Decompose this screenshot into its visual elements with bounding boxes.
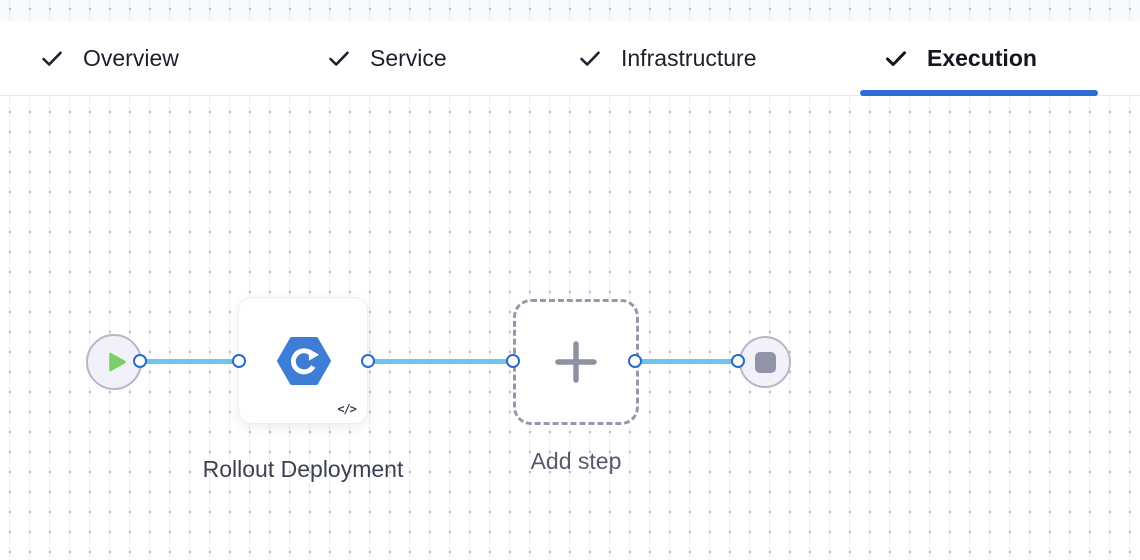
connector-step-to-addstep (368, 359, 514, 364)
start-node[interactable] (86, 334, 142, 390)
connector-addstep-to-end (635, 359, 738, 364)
tab-service[interactable]: Service (327, 21, 447, 95)
check-icon (42, 51, 62, 66)
canvas-top-strip (0, 0, 1140, 21)
pipeline-canvas[interactable]: </> Rollout Deployment Add step (0, 96, 1140, 560)
tab-label: Execution (927, 44, 1037, 71)
stage-tabbar: Overview Service Infrastructure Executio… (0, 21, 1140, 96)
check-icon (329, 51, 349, 66)
port-step-out[interactable] (361, 354, 375, 368)
active-tab-underline (860, 90, 1098, 96)
tab-label: Overview (83, 44, 179, 71)
add-step-label: Add step (530, 448, 622, 474)
tab-label: Service (370, 44, 447, 71)
check-icon (886, 51, 906, 66)
tab-overview[interactable]: Overview (40, 21, 179, 95)
port-step-in[interactable] (232, 354, 246, 368)
check-icon (580, 51, 600, 66)
rolling-deployment-icon (277, 336, 331, 386)
play-icon (108, 352, 126, 372)
tab-execution[interactable]: Execution (884, 21, 1037, 95)
connector-start-to-step (140, 359, 239, 364)
port-start-out[interactable] (133, 354, 147, 368)
tab-infrastructure[interactable]: Infrastructure (578, 21, 757, 95)
port-end-in[interactable] (731, 354, 745, 368)
tab-label: Infrastructure (621, 44, 757, 71)
stop-icon (754, 351, 776, 373)
add-step-button[interactable] (513, 299, 639, 425)
step-node-rollout-deployment[interactable]: </> (238, 297, 368, 424)
port-addstep-out[interactable] (628, 354, 642, 368)
step-code-icon[interactable]: </> (337, 402, 357, 416)
step-label: Rollout Deployment (202, 456, 404, 482)
end-node[interactable] (739, 336, 791, 388)
port-addstep-in[interactable] (506, 354, 520, 368)
plus-icon (555, 341, 597, 383)
